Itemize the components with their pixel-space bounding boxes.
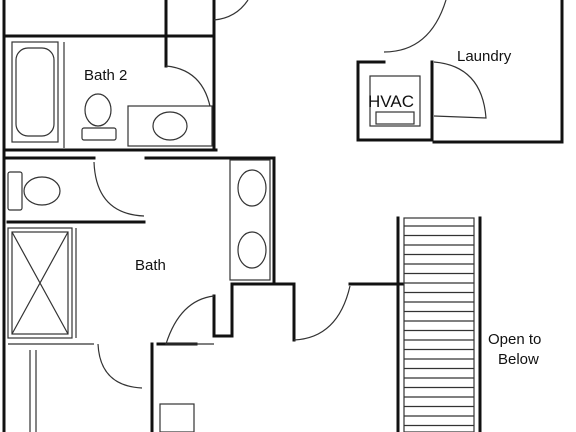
- label-laundry: Laundry: [457, 48, 512, 65]
- wall-bath-lower: [230, 282, 296, 342]
- wall-bath2-top: [2, 34, 168, 68]
- wall-bath-top: [2, 156, 276, 286]
- label-open-to: Open to: [488, 331, 541, 348]
- wall-bath-lower-b: [212, 282, 234, 338]
- toilet-bath2-tank: [81, 127, 117, 141]
- toilet-wc-tank: [7, 171, 23, 211]
- fixture-lower: [159, 403, 195, 432]
- door-closet: [97, 343, 143, 389]
- stairs: [404, 225, 474, 427]
- door-top-swing: [213, 0, 249, 21]
- door-wc: [93, 161, 145, 217]
- bathtub-basin: [15, 47, 55, 137]
- shower-drain-x: [11, 231, 69, 335]
- sink-bath2: [152, 111, 188, 141]
- label-below: Below: [498, 351, 539, 368]
- wall-top-stub-b: [164, 0, 216, 42]
- wall-hvac: [356, 60, 434, 142]
- label-bath: Bath: [135, 257, 166, 274]
- sink-bath-lower: [237, 231, 267, 269]
- toilet-wc: [23, 176, 61, 206]
- room-labels: Laundry Bath 2 HVAC Bath Open to Below: [84, 48, 541, 368]
- door-bath-lower: [165, 295, 215, 345]
- label-bath2: Bath 2: [84, 67, 127, 84]
- sink-bath-upper: [237, 169, 267, 207]
- closet-line-b: [29, 350, 37, 432]
- wall-laundry: [432, 0, 564, 144]
- door-laundry-top: [383, 0, 447, 53]
- fixtures: [7, 41, 421, 432]
- toilet-bath2: [84, 93, 112, 127]
- door-hvac: [433, 61, 487, 119]
- door-hall: [293, 285, 351, 341]
- doors: [93, 0, 487, 389]
- stair-stringer: [403, 217, 475, 432]
- hvac-unit-inner: [375, 111, 415, 125]
- label-hvac: HVAC: [368, 92, 414, 111]
